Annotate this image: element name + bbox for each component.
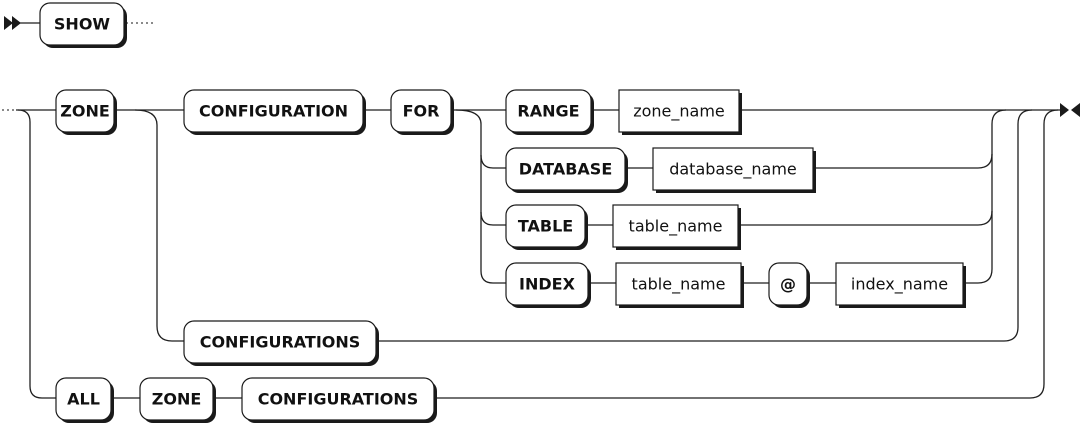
keyword-zone-label: ZONE [60,102,110,121]
keyword-zone: ZONE [55,89,117,135]
keyword-all: ALL [55,377,114,423]
keyword-at-label: @ [780,275,796,294]
keyword-configuration-label: CONFIGURATION [199,102,348,121]
keyword-configurations-zone-label: CONFIGURATIONS [200,333,361,352]
keyword-index: INDEX [505,262,591,308]
start-marker [4,16,21,30]
keyword-configurations-all-label: CONFIGURATIONS [258,390,419,409]
keyword-configuration: CONFIGURATION [183,89,366,135]
identifier-index-name: index_name [835,262,966,308]
identifier-zone-name-label: zone_name [633,102,725,122]
identifier-index-table-name-label: table_name [632,275,726,295]
keyword-zone-all: ZONE [139,377,216,423]
keyword-database: DATABASE [505,147,628,193]
identifier-database-name-label: database_name [669,160,797,180]
keyword-at: @ [768,262,810,308]
identifier-database-name: database_name [652,147,816,193]
keyword-all-label: ALL [67,390,100,409]
keyword-show: SHOW [39,2,127,48]
keyword-range: RANGE [505,89,594,135]
keyword-table-label: TABLE [518,217,573,236]
keyword-configurations-zone: CONFIGURATIONS [183,320,379,366]
identifier-zone-name: zone_name [618,89,742,135]
end-marker [1060,103,1080,117]
keyword-range-label: RANGE [517,102,579,121]
keyword-table: TABLE [505,204,588,250]
keyword-index-label: INDEX [519,275,576,294]
keyword-for-label: FOR [403,102,440,121]
keyword-configurations-all: CONFIGURATIONS [241,377,437,423]
identifier-index-table-name: table_name [615,262,744,308]
keyword-database-label: DATABASE [519,160,613,179]
keyword-zone-all-label: ZONE [152,390,202,409]
identifier-table-name: table_name [612,204,741,250]
keyword-for: FOR [390,89,454,135]
keyword-show-label: SHOW [54,15,111,34]
identifier-index-name-label: index_name [851,275,948,295]
identifier-table-name-label: table_name [629,217,723,237]
